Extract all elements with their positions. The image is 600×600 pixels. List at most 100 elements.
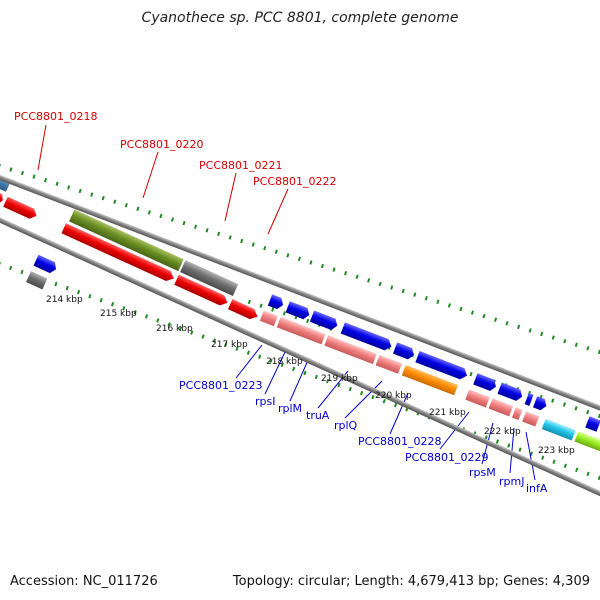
gene-arrow-blue (285, 301, 310, 320)
gene-arrow-blue (585, 416, 600, 432)
guide-dot (251, 242, 255, 247)
guide-dot (482, 313, 486, 319)
gene-arrow-gray (26, 271, 48, 290)
guide-dot (436, 299, 440, 305)
guide-dot (32, 174, 36, 179)
guide-dot (205, 228, 209, 233)
gene-arrow-gray (180, 260, 239, 297)
guide-dot (551, 398, 555, 403)
gene-label[interactable]: truA (306, 409, 330, 422)
gene-label[interactable]: rplQ (334, 419, 358, 432)
upper-gene-labels: PCC8801_0218 PCC8801_0220 PCC8801_0221 P… (14, 110, 336, 188)
label-connector (267, 188, 289, 235)
gene-arrow-blue (473, 373, 496, 391)
guide-dot (99, 298, 103, 303)
guide-dot (144, 314, 149, 319)
label-connector (509, 427, 515, 474)
guide-dot (309, 260, 313, 265)
gene-arrow-blue (497, 382, 523, 401)
scale-axis: 214 kbp 215 kbp 216 kbp 217 kbp 218 kbp … (46, 295, 575, 456)
forward-track (0, 171, 600, 527)
guide-dot (574, 342, 578, 347)
gene-lime (574, 431, 600, 453)
gene-label[interactable]: PCC8801_0222 (253, 175, 336, 188)
gene-label[interactable]: PCC8801_0229 (405, 451, 488, 464)
gene-label[interactable]: PCC8801_0228 (358, 435, 441, 448)
guide-dot (575, 467, 579, 473)
kbp-tick-label: 221 kbp (429, 408, 466, 418)
accession-text: Accession: NC_011726 (10, 574, 158, 589)
gene-pink (375, 354, 403, 374)
guide-dot (367, 278, 371, 283)
label-connector (439, 411, 470, 450)
gene-label[interactable]: rpsM (469, 466, 496, 479)
guide-dot (65, 285, 69, 291)
gene-arrow-blue (267, 294, 284, 310)
gene-pink (465, 389, 490, 408)
gene-label[interactable]: rpmJ (499, 475, 524, 488)
guide-dot (113, 199, 117, 204)
gene-label[interactable]: PCC8801_0220 (120, 138, 203, 151)
guide-dot (518, 447, 522, 452)
guide-dot (263, 245, 267, 251)
guide-dot (401, 288, 405, 294)
guide-dot (228, 235, 232, 240)
guide-dot (247, 299, 251, 305)
gene-label[interactable]: rplM (278, 402, 302, 415)
guide-dot (201, 334, 205, 339)
guide-dot (551, 335, 555, 340)
guide-dot (9, 265, 13, 271)
gene-arrow-red (174, 274, 228, 306)
guide-dot (562, 402, 566, 407)
guide-dot (314, 374, 318, 380)
guide-dot (101, 195, 105, 201)
guide-dot (540, 331, 544, 337)
gene-arrow-blue (524, 392, 534, 406)
gene-arrow-blue (340, 322, 392, 351)
gene-label[interactable]: PCC8801_0218 (14, 110, 97, 123)
kbp-tick-label: 220 kbp (375, 391, 412, 401)
genome-backbone (0, 206, 600, 527)
guide-dot (133, 310, 137, 315)
gene-arrow-olive (69, 209, 184, 272)
label-connector (235, 344, 263, 379)
guide-dot (563, 463, 567, 468)
gene-pink (522, 411, 540, 427)
guide-dot (378, 281, 382, 287)
guide-dot (344, 271, 348, 276)
gene-label[interactable]: infA (526, 482, 548, 495)
guide-dot (586, 471, 590, 477)
gene-arrow-red (61, 223, 174, 281)
gene-pink (324, 335, 377, 365)
gene-pink (276, 316, 326, 345)
guide-dot (167, 322, 171, 327)
gene-label[interactable]: PCC8801_0221 (199, 159, 282, 172)
gene-arrow-red (3, 196, 37, 219)
guide-dot (586, 409, 590, 415)
guide-dot (586, 346, 590, 351)
gene-pink (511, 407, 523, 421)
guide-dot (494, 317, 498, 322)
guide-dot (88, 293, 92, 299)
gene-label[interactable]: rpsI (255, 395, 275, 408)
guide-dot (382, 398, 386, 404)
guide-dot (303, 370, 307, 376)
guide-dot (271, 307, 275, 312)
guide-dot (110, 302, 115, 307)
guide-dot (217, 231, 221, 237)
gene-label[interactable]: PCC8801_0223 (179, 379, 262, 392)
guide-dot (78, 188, 82, 194)
guide-dot (212, 338, 217, 343)
guide-dot (147, 210, 151, 215)
kbp-tick-label: 218 kbp (266, 357, 303, 367)
guide-dot (574, 406, 578, 411)
guide-dot (122, 306, 126, 311)
guide-dot (348, 386, 352, 392)
guide-dot (292, 366, 296, 372)
label-connector (264, 349, 287, 395)
gene-pink (259, 310, 278, 327)
gene-arrow-blue (309, 310, 338, 330)
label-connector-lines (37, 124, 536, 481)
label-connector (142, 151, 159, 199)
